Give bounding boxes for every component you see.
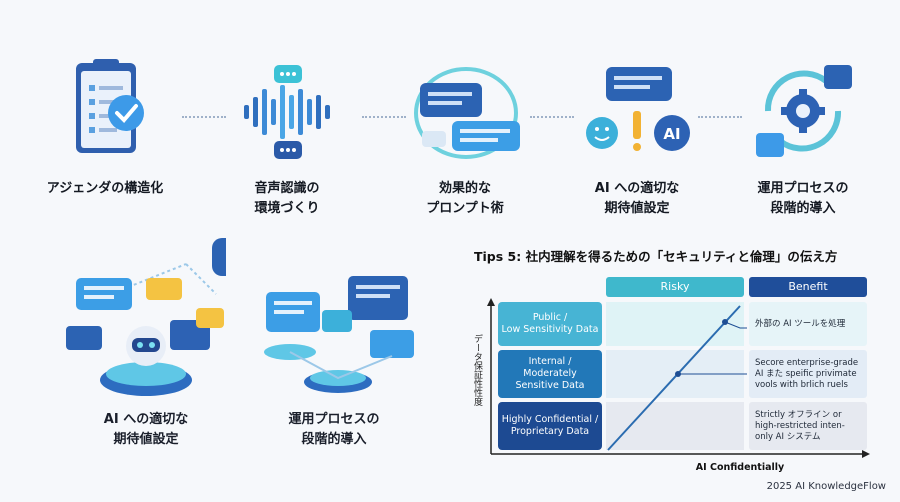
step-expectation: AI AI への適切な 期待値設定: [562, 55, 712, 219]
step-label: 効果的な プロンプト術: [426, 181, 504, 216]
clipboard-check-icon: [40, 55, 170, 167]
benefit-cell: Secore enterprise-grade AI また speific pr…: [749, 350, 867, 398]
sound-wave-chat-icon: [222, 55, 352, 167]
chart-axes: [487, 298, 870, 458]
illustration-label: AI への適切な 期待値設定: [103, 412, 189, 447]
step-voice: 音声認識の 環境づくり: [212, 55, 362, 219]
column-header-risky: Risky: [606, 277, 744, 297]
y-axis-arrow: [487, 298, 495, 306]
step-label: 音声認識の 環境づくり: [254, 181, 320, 216]
step-process: 運用プロセスの 段階的導入: [728, 55, 878, 219]
connector-line: [530, 116, 574, 118]
tips-title: Tips 5: 社内理解を得るための「セキュリティと倫理」の伝え方: [474, 249, 838, 264]
platform-chat-icon: [252, 270, 422, 402]
illustration-label: 運用プロセスの 段階的導入: [288, 412, 380, 447]
risky-cell: [606, 302, 744, 346]
robot-chat-icon: [66, 234, 272, 402]
svg-text:AI: AI: [663, 125, 680, 143]
benefit-cell: 外部の AI ツールを処理: [749, 302, 867, 346]
footer-credit: 2025 AI KnowledgeFlow: [766, 481, 886, 492]
step-label: 運用プロセスの 段階的導入: [757, 181, 849, 216]
step-prompt: 効果的な プロンプト術: [390, 55, 540, 219]
connector-line: [182, 116, 226, 118]
chat-bubbles-icon: [400, 55, 530, 167]
x-axis-arrow: [862, 450, 870, 458]
benefit-cell: Strictly オフライン or high-restricted inten-…: [749, 402, 867, 450]
ai-expectation-icon: AI: [572, 55, 702, 167]
step-label: アジェンダの構造化: [46, 181, 164, 196]
row-label-public: Public / Low Sensitivity Data: [498, 302, 602, 346]
x-axis-label: AI Confidentially: [695, 462, 785, 473]
row-label-internal: Internal / Moderately Sensitive Data: [498, 350, 602, 398]
cycle-gear-icon: [738, 55, 868, 167]
trend-line: [607, 305, 741, 451]
y-axis-label: データ保証性性度: [472, 334, 482, 406]
callout-line: [724, 321, 747, 329]
step-label: AI への適切な 期待値設定: [594, 181, 680, 216]
row-label-confidential: Highly Confidential / Proprietary Data: [498, 402, 602, 450]
connector-line: [698, 116, 742, 118]
connector-line: [362, 116, 406, 118]
step-agenda: アジェンダの構造化: [30, 55, 180, 199]
column-header-benefit: Benefit: [749, 277, 867, 297]
